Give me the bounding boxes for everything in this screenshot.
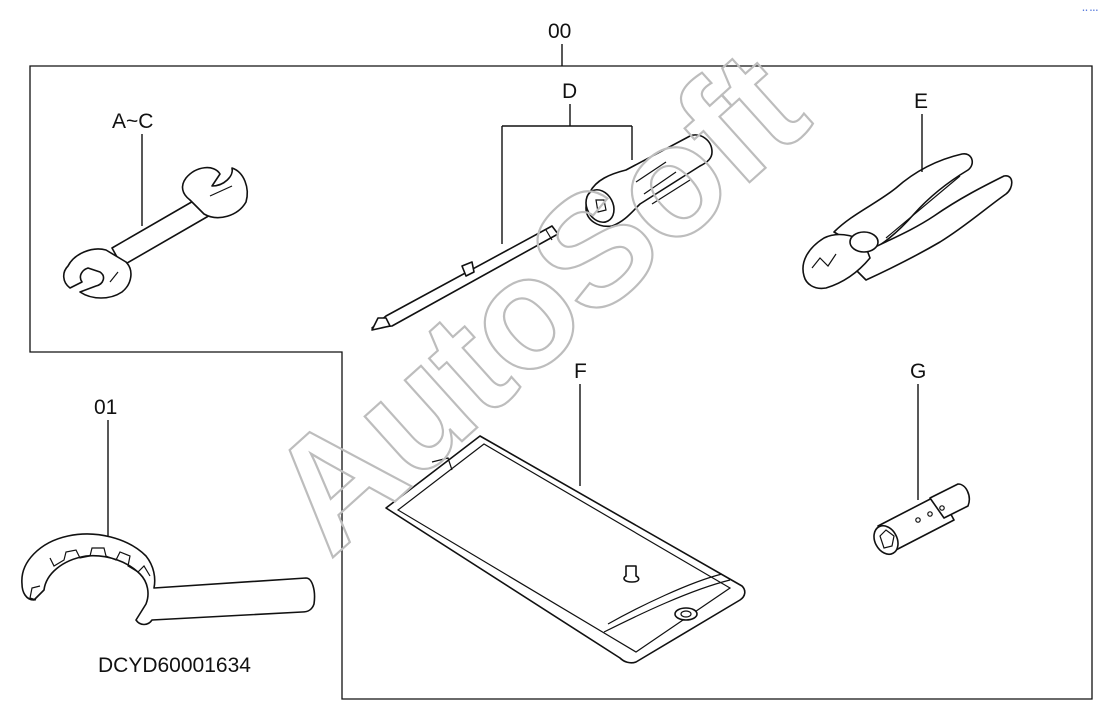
- label-pouch: F: [574, 360, 587, 383]
- pliers-icon: [802, 153, 1013, 290]
- tool-pouch-icon: [385, 435, 746, 664]
- label-pliers: E: [914, 90, 928, 113]
- assembly-boundary: [29, 65, 1093, 700]
- label-screwdriver: D: [562, 80, 577, 103]
- open-end-wrench-icon: [62, 166, 248, 299]
- leader-bracket-screwdriver: [501, 104, 633, 244]
- label-socket: G: [910, 360, 926, 383]
- screwdriver-shaft-icon: [371, 225, 559, 331]
- drawing-code: DCYD60001634: [98, 654, 251, 677]
- screwdriver-handle-icon: [585, 134, 713, 228]
- label-wrenches: A~C: [112, 110, 153, 133]
- label-hook-wrench: 01: [94, 396, 117, 419]
- hook-wrench-icon: [21, 533, 316, 626]
- corner-mark: •• •••: [1082, 8, 1098, 14]
- label-assembly: 00: [548, 20, 571, 43]
- plug-socket-icon: [873, 483, 971, 556]
